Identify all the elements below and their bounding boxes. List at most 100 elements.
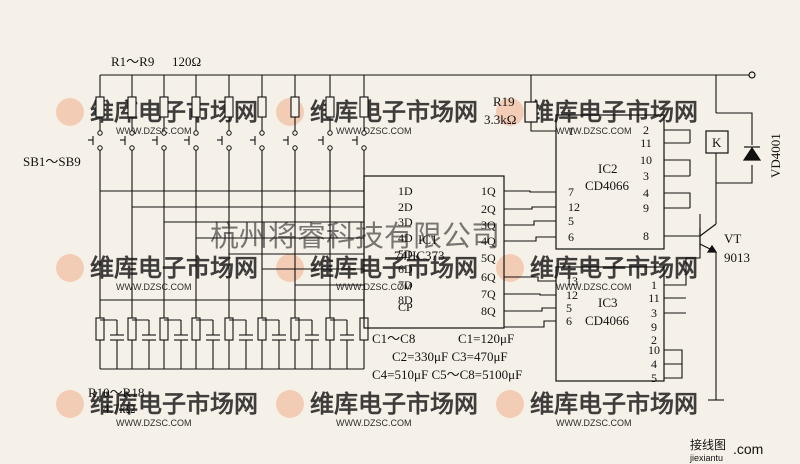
switch-contact (259, 130, 265, 136)
ic3-right-pin-label: 4 (651, 357, 657, 371)
resistor-top (127, 96, 137, 118)
r10-r18-label: R10～R18 (88, 385, 144, 400)
ic2-name: IC2 (598, 161, 618, 176)
resistor-bottom (257, 317, 267, 341)
resistor-bottom (290, 317, 300, 341)
resistor-bottom (224, 317, 234, 341)
r1-r9-value: 120Ω (172, 54, 201, 69)
watermark-logo-icon (496, 98, 524, 126)
watermark-url: WWW.DZSC.COM (116, 418, 192, 428)
ic1-input-pin-label: 2D (398, 200, 413, 214)
r19-value: 3.3kΩ (484, 112, 516, 127)
switch-contact (97, 130, 103, 136)
watermark-brand: 维库电子市场网 (310, 390, 478, 418)
watermark-logo-icon (276, 98, 304, 126)
switch-contact (292, 130, 298, 136)
ic3-name: IC3 (598, 295, 618, 310)
ic3-right-pin-label: 11 (648, 291, 660, 305)
transistor-vt (699, 223, 718, 253)
switch-contact (361, 130, 367, 136)
sb1-sb9-label: SB1～SB9 (23, 154, 81, 169)
ic3-right-pin-label: 3 (651, 306, 657, 320)
switch-contact (97, 145, 103, 151)
diode-label: VD4001 (768, 133, 783, 178)
watermark-logo-icon (56, 98, 84, 126)
resistor-bottom (159, 317, 169, 341)
ic2-right-pin-label: 10 (640, 153, 652, 167)
ic1-input-pin-label: 8D (398, 293, 413, 307)
switch-contact (129, 145, 135, 151)
ic2-right-pin-label: 8 (643, 229, 649, 243)
ic1-input-pin-label: CP (398, 300, 413, 314)
footer-watermark: 接线图 jiexiantu .com (689, 437, 763, 463)
r1-r9-label: R1～R9 (111, 54, 154, 69)
watermark-brand: 维库电子市场网 (90, 390, 258, 418)
resistor-bottom (191, 317, 201, 341)
watermark-brand: 维库电子市场网 (530, 390, 698, 418)
resistor-top (224, 96, 234, 118)
watermark-url: WWW.DZSC.COM (556, 282, 632, 292)
ic1-output-pin-label: 4Q (481, 234, 496, 248)
ic2-right-pin-label: 3 (643, 169, 649, 183)
ic1-output-pin-label: 5Q (481, 251, 496, 265)
switch-contact (161, 130, 167, 136)
r19-resistor (524, 101, 538, 123)
ic1-input-pin-label: 6D (398, 262, 413, 276)
c1-value: C1=120μF (458, 331, 514, 346)
ic2-model: CD4066 (585, 178, 630, 193)
ic3-left-pin-label: 5 (566, 301, 572, 315)
ic3-left-pin-label: 6 (566, 314, 572, 328)
watermark-url: WWW.DZSC.COM (116, 282, 192, 292)
resistor-top (159, 96, 169, 118)
resistor-top (290, 96, 300, 118)
watermark-logo-icon (56, 254, 84, 282)
ic2-left-pin-label: 12 (568, 200, 580, 214)
ic1-input-pin-label: 7D (398, 278, 413, 292)
resistor-top (191, 96, 201, 118)
switch-contact (327, 145, 333, 151)
watermark-logo-icon (496, 254, 524, 282)
ic1-input-pin-label: 3D (398, 215, 413, 229)
watermark-url: WWW.DZSC.COM (556, 418, 632, 428)
ic1-input-pin-label: 4D (398, 231, 413, 245)
resistor-bottom (325, 317, 335, 341)
ic1-output-pin-label: 2Q (481, 202, 496, 216)
watermark-layer: 维库电子市场网WWW.DZSC.COM维库电子市场网WWW.DZSC.COM维库… (56, 98, 698, 428)
wiring (100, 74, 752, 370)
footer-tld: .com (733, 441, 763, 457)
ic3-model: CD4066 (585, 313, 630, 328)
watermark-url: WWW.DZSC.COM (336, 126, 412, 136)
ic1-output-pin-label: 1Q (481, 184, 496, 198)
ic2-left-pin-label: 1 (568, 124, 574, 138)
relay-k: K (705, 130, 729, 154)
resistor-bottom (95, 317, 105, 341)
footer-url: jiexiantu (689, 453, 723, 463)
resistor-top (325, 96, 335, 118)
resistor-top (359, 96, 369, 118)
watermark-brand: 维库电子市场网 (310, 98, 478, 126)
ic3-left-pin-label: 13 (566, 274, 578, 288)
company-watermark: 杭州将睿科技有限公司 (210, 220, 500, 253)
switch-contact (226, 130, 232, 136)
ic1-output-pin-label: 7Q (481, 287, 496, 301)
ic1-input-pin-label: 5D (398, 247, 413, 261)
switch-contact (193, 130, 199, 136)
footer-brand: 接线图 (690, 437, 726, 452)
switch-columns (88, 75, 369, 369)
ic3-left-pin-label: 12 (566, 288, 578, 302)
r10-r18-value: 4.7kΩ (103, 401, 135, 416)
ic2-right-pin-label: 9 (643, 201, 649, 215)
ic2-right-pin-label: 11 (640, 136, 652, 150)
resistor-top (95, 96, 105, 118)
ic3-right-pin-label: 9 (651, 320, 657, 334)
switch-contact (193, 145, 199, 151)
watermark-logo-icon (276, 254, 304, 282)
c4-c8-values: C4=510μF C5～C8=5100μF (372, 367, 522, 382)
watermark-logo-icon (56, 390, 84, 418)
